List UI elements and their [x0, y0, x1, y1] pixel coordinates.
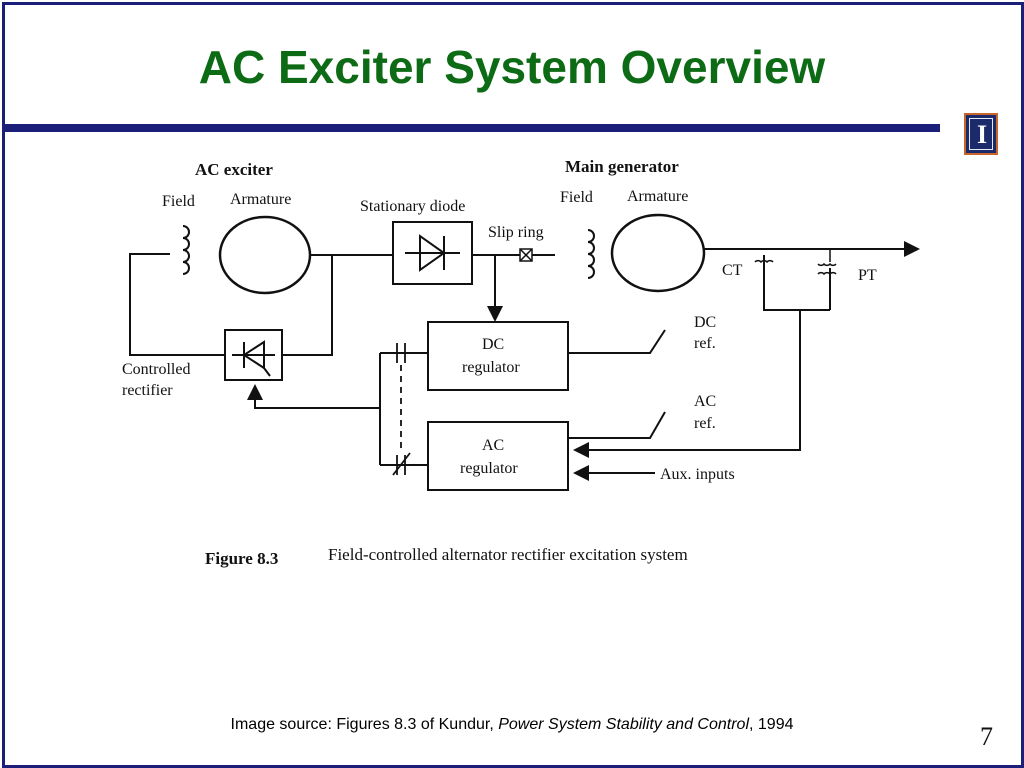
controlled-label: Controlled [122, 361, 190, 378]
slip-ring-label: Slip ring [488, 224, 544, 241]
signal-arrows [247, 241, 920, 481]
controlled-rectifier-block [224, 329, 283, 381]
figure-caption: Field-controlled alternator rectifier ex… [328, 545, 688, 564]
slip-ring-symbol [519, 248, 533, 262]
logo-letter: I [976, 120, 988, 149]
dc-ref-label-line2: ref. [694, 335, 716, 352]
aux-inputs-label: Aux. inputs [660, 466, 735, 483]
ac-regulator-label-line2: regulator [460, 460, 518, 477]
title-rule [5, 124, 940, 132]
pt-symbol [817, 249, 837, 276]
generator-field-coil [587, 229, 595, 279]
ct-label: CT [722, 262, 743, 279]
dc-regulator-block [427, 321, 569, 391]
logo-inner-frame: I [969, 118, 993, 150]
generator-field-label: Field [560, 189, 593, 206]
exciter-field-coil [182, 225, 190, 275]
main-generator-label: Main generator [565, 157, 679, 176]
exciter-armature-label: Armature [230, 191, 291, 208]
source-book-title: Power System Stability and Control [498, 716, 749, 733]
exciter-armature-circle [218, 215, 312, 295]
stationary-diode-label: Stationary diode [360, 198, 465, 215]
rectifier-label: rectifier [122, 382, 173, 399]
exciter-field-label: Field [162, 193, 195, 210]
slide-title: AC Exciter System Overview [198, 41, 826, 93]
generator-armature-label: Armature [627, 188, 688, 205]
stationary-diode-block [392, 221, 473, 285]
image-source-caption: Image source: Figures 8.3 of Kundur, Pow… [0, 716, 1024, 734]
university-logo: I [964, 113, 998, 155]
dc-regulator-label-line2: regulator [462, 359, 520, 376]
ac-ref-label-line2: ref. [694, 415, 716, 432]
ac-regulator-block [427, 421, 569, 491]
ac-ref-label-line1: AC [694, 393, 716, 410]
ac-regulator-label-line1: AC [482, 437, 504, 454]
mode-switch-contacts [392, 343, 411, 476]
pt-label: PT [858, 267, 877, 284]
dc-regulator-label-line1: DC [482, 336, 504, 353]
figure-number: Figure 8.3 [205, 549, 278, 568]
excitation-system-diagram: AC exciter Field Armature Stationary dio… [122, 157, 920, 568]
source-prefix: Image source: Figures 8.3 of Kundur, [230, 716, 499, 733]
generator-armature-circle [610, 213, 706, 293]
ac-exciter-label: AC exciter [195, 160, 273, 179]
dc-ref-label-line1: DC [694, 314, 716, 331]
source-suffix: , 1994 [749, 716, 794, 733]
page-number: 7 [980, 722, 993, 751]
wiring [129, 248, 905, 474]
ct-symbol [754, 259, 774, 264]
